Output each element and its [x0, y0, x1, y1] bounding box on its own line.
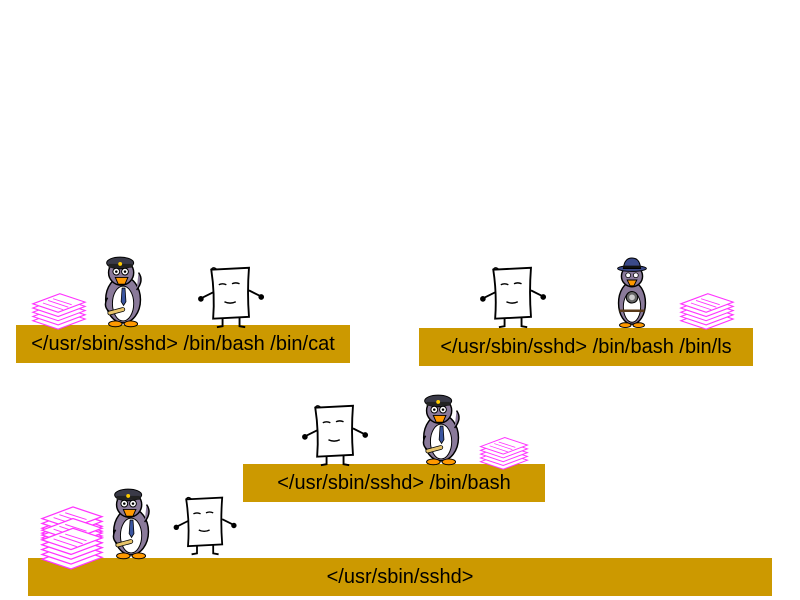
level-bar-sshd-bash-ls: </usr/sbin/sshd> /bin/bash /bin/ls [419, 328, 753, 366]
page-character-icon [170, 493, 242, 558]
level-label-sshd-bash: </usr/sbin/sshd> /bin/bash [277, 471, 511, 494]
level-label-sshd-bash-ls: </usr/sbin/sshd> /bin/bash /bin/ls [440, 335, 732, 358]
page-character-icon [194, 264, 270, 330]
penguin-detective-icon [608, 256, 656, 330]
level-bar-sshd-bash-cat: </usr/sbin/sshd> /bin/bash /bin/cat [16, 325, 350, 363]
paper-stack-icon [674, 292, 740, 330]
penguin-police-icon [104, 482, 162, 562]
level-label-sshd: </usr/sbin/sshd> [326, 565, 474, 588]
paper-stack-icon [26, 292, 92, 330]
paper-stack-icon [38, 505, 106, 570]
level-bar-sshd: </usr/sbin/sshd> [28, 558, 772, 596]
level-bar-sshd-bash: </usr/sbin/sshd> /bin/bash [243, 464, 545, 502]
level-label-sshd-bash-cat: </usr/sbin/sshd> /bin/bash /bin/cat [31, 332, 335, 355]
paper-stack-icon [472, 436, 536, 470]
penguin-police-icon [414, 388, 472, 468]
page-character-icon [296, 402, 376, 468]
page-character-icon [474, 264, 554, 330]
penguin-police-icon [96, 250, 154, 330]
